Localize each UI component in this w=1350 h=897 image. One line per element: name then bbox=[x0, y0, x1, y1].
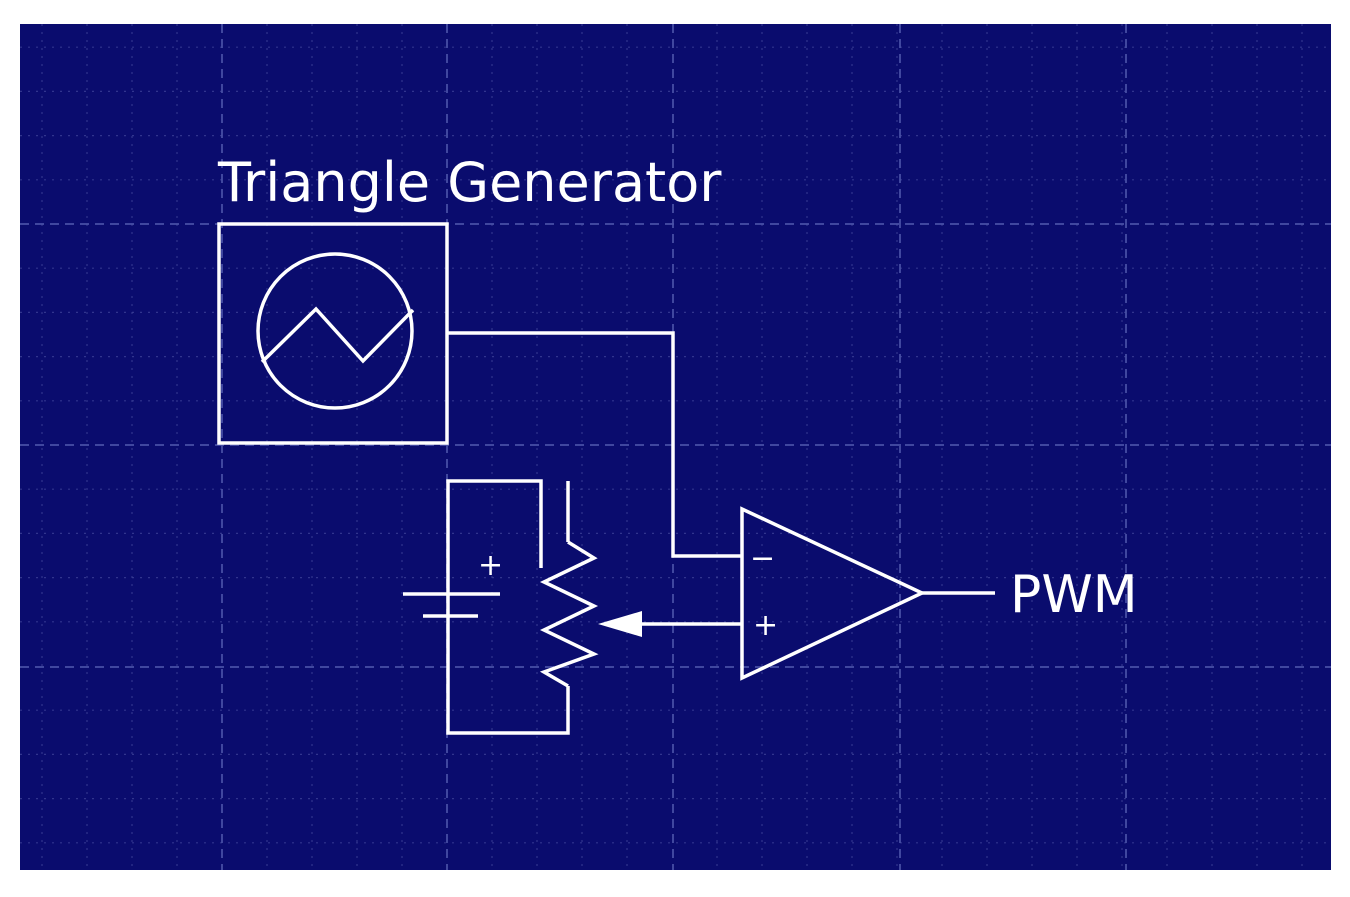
comparator-triangle bbox=[740, 506, 927, 681]
diagram-title: Triangle Generator bbox=[217, 151, 722, 214]
source-circle bbox=[256, 252, 414, 410]
blueprint-background bbox=[20, 24, 1331, 870]
op-amp-comparator-icon: − + bbox=[740, 506, 927, 681]
triangle-wave-source-icon bbox=[256, 252, 415, 410]
inverting-input-sign: − bbox=[750, 541, 775, 576]
wire-generator-to-inverting-input bbox=[447, 331, 742, 558]
output-label-pwm: PWM bbox=[1010, 565, 1138, 625]
pot-resistor-zigzag bbox=[539, 540, 599, 688]
triangle-wave-trace bbox=[260, 306, 415, 364]
minor-grid bbox=[20, 24, 1331, 870]
potentiometer-icon bbox=[539, 540, 599, 688]
battery-icon: + bbox=[403, 548, 503, 618]
battery-plus-sign: + bbox=[478, 548, 503, 583]
pot-wiper-arrow bbox=[598, 611, 742, 637]
reference-loop-wire bbox=[446, 479, 570, 735]
non-inverting-input-sign: + bbox=[753, 608, 778, 643]
wiper-arrowhead bbox=[598, 611, 642, 637]
reference-voltage-circuit: + bbox=[403, 479, 742, 735]
